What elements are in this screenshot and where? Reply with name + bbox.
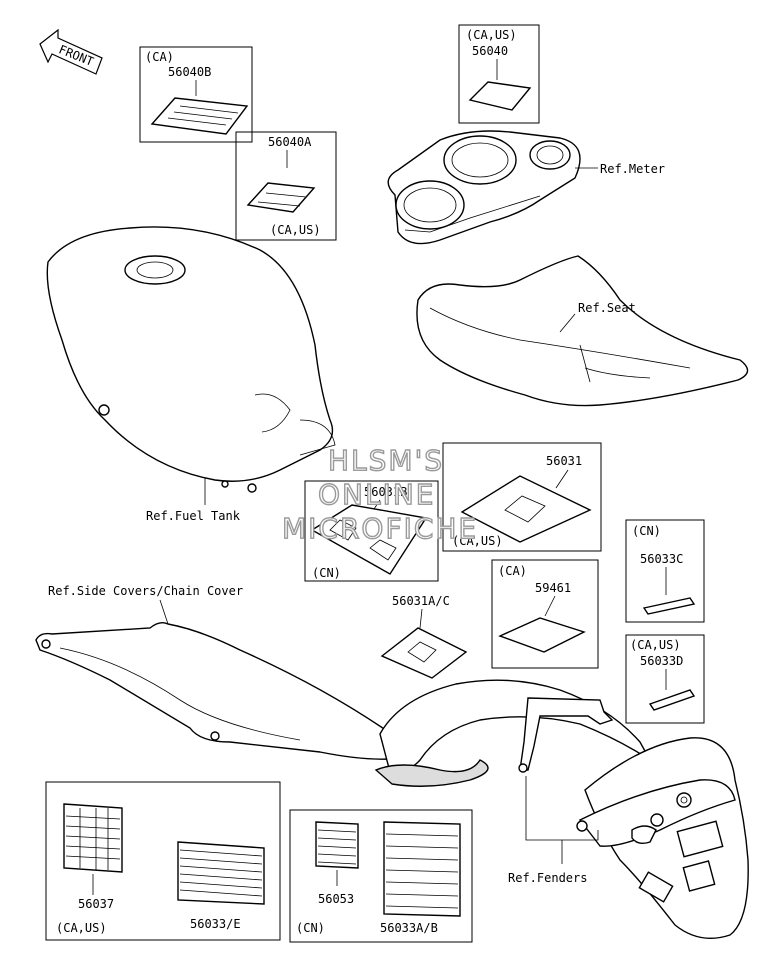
- ref-fuel-tank: Ref.Fuel Tank: [146, 509, 241, 523]
- watermark: HLSM'S ONLINE MICROFICHE: [281, 443, 478, 545]
- part-number: 56033A/B: [380, 921, 438, 935]
- label-box-56033d[interactable]: (CA,US) 56033D: [625, 634, 705, 724]
- part-number: 59461: [535, 581, 571, 595]
- region-label: (CA,US): [56, 921, 107, 935]
- label-56031ac[interactable]: 56031A/C: [380, 594, 468, 679]
- part-number: 56040B: [168, 65, 211, 79]
- part-number: 56037: [78, 897, 114, 911]
- part-number: 56031: [546, 454, 582, 468]
- region-label: (CA,US): [466, 28, 517, 42]
- label-box-56040[interactable]: (CA,US) 56040: [458, 24, 540, 124]
- label-box-56053[interactable]: 56053 (CN) 56033A/B: [289, 809, 473, 943]
- label-box-56033c[interactable]: (CN) 56033C: [625, 519, 705, 623]
- fuel-tank-part[interactable]: Ref.Fuel Tank: [46, 226, 336, 523]
- side-cover-part[interactable]: Ref.Side Covers/Chain Cover: [35, 584, 409, 760]
- ref-fenders-callout: Ref.Fenders: [508, 776, 599, 885]
- label-box-56040a[interactable]: 56040A (CA,US): [235, 131, 337, 241]
- region-label: (CA): [498, 564, 527, 578]
- part-number: 56033D: [640, 654, 683, 668]
- svg-text:MICROFICHE: MICROFICHE: [282, 512, 478, 545]
- part-number: 56033C: [640, 552, 683, 566]
- part-number: 56040: [472, 44, 508, 58]
- ref-seat: Ref.Seat: [578, 301, 636, 315]
- front-fender-part[interactable]: [374, 679, 651, 787]
- part-number: 56033/E: [190, 917, 241, 931]
- label-box-56031[interactable]: 56031 (CA,US): [442, 442, 602, 552]
- svg-text:HLSM'S: HLSM'S: [328, 444, 444, 477]
- front-arrow-icon: FRONT: [39, 28, 103, 75]
- label-box-56040b[interactable]: (CA) 56040B: [139, 46, 253, 143]
- region-label: (CN): [296, 921, 325, 935]
- svg-text:ONLINE: ONLINE: [318, 478, 435, 511]
- part-number: 56031A/C: [392, 594, 450, 608]
- region-label: (CA,US): [630, 638, 681, 652]
- seat-part[interactable]: Ref.Seat: [416, 255, 749, 407]
- ref-side-covers: Ref.Side Covers/Chain Cover: [48, 584, 243, 598]
- region-label: (CN): [312, 566, 341, 580]
- meter-part[interactable]: Ref.Meter: [387, 130, 665, 245]
- part-number: 56040A: [268, 135, 312, 149]
- ref-fenders: Ref.Fenders: [508, 871, 587, 885]
- label-box-56031b[interactable]: 56031B (CN): [304, 480, 439, 582]
- label-box-56037[interactable]: 56037 56033/E (CA,US): [45, 781, 281, 941]
- label-box-59461[interactable]: (CA) 59461: [491, 559, 599, 669]
- region-label: (CA): [145, 50, 174, 64]
- part-number: 56053: [318, 892, 354, 906]
- region-label: (CA,US): [452, 534, 503, 548]
- part-number: 56031B: [364, 485, 407, 499]
- region-label: (CN): [632, 524, 661, 538]
- rear-fender-part[interactable]: [576, 737, 749, 939]
- region-label: (CA,US): [270, 223, 321, 237]
- ref-meter: Ref.Meter: [600, 162, 665, 176]
